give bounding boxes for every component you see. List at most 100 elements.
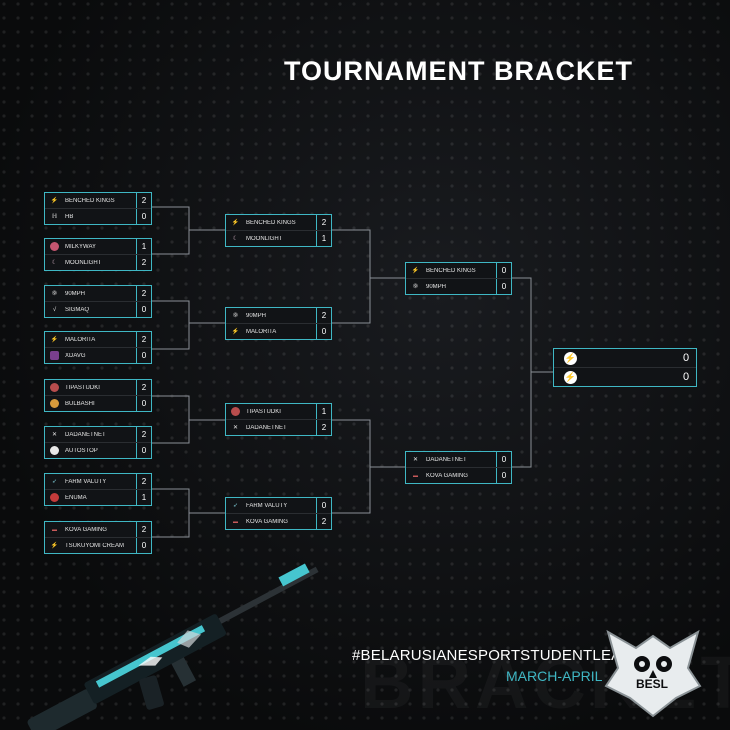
match-r1-4[interactable]: ⚡ MALORITA 2 XDAVG 0 xyxy=(44,331,152,364)
team-row[interactable]: ⚡0 xyxy=(554,349,696,367)
team-score: 0 xyxy=(136,396,151,411)
team-name: BENCHED KINGS xyxy=(246,219,296,226)
team-name: MALORITA xyxy=(65,336,96,343)
team-name: HB xyxy=(65,213,74,220)
team-name: KOVA GAMING xyxy=(65,526,107,533)
team-score: 0 xyxy=(496,263,511,278)
kova-logo-icon: ▬ xyxy=(52,526,57,533)
bolt-icon: ⚡ xyxy=(231,329,240,335)
farm-logo-icon: ➶ xyxy=(232,503,239,509)
team-score: 0 xyxy=(316,498,331,513)
team-name: MOONLIGHT xyxy=(65,259,102,266)
team-name: TIPASTUDKI xyxy=(246,408,281,415)
tipastudki-logo-icon xyxy=(50,383,59,392)
moonlight-logo-icon: ☾ xyxy=(232,236,239,242)
team-name: AUTOSTOP xyxy=(65,447,98,454)
kova-logo-icon: ▬ xyxy=(413,472,418,479)
team-score: 0 xyxy=(316,324,331,339)
team-name: 90MPH xyxy=(246,312,267,319)
team-row[interactable]: ✕ DADANETNET 2 xyxy=(226,419,331,435)
team-row[interactable]: TIPASTUDKI 1 xyxy=(226,404,331,419)
team-score: 0 xyxy=(682,371,690,383)
bolt-icon: ⚡ xyxy=(50,543,59,549)
team-score: 2 xyxy=(136,522,151,537)
match-r2-3[interactable]: TIPASTUDKI 1 ✕ DADANETNET 2 xyxy=(225,403,332,436)
bolt-icon: ⚡ xyxy=(564,351,577,365)
team-score: 0 xyxy=(136,348,151,363)
brand-logo-text: BESL xyxy=(636,677,669,691)
x-logo-icon: ✕ xyxy=(232,425,239,431)
team-score: 2 xyxy=(136,380,151,395)
team-name: 90MPH xyxy=(65,290,86,297)
bolt-icon: ⚡ xyxy=(564,370,577,384)
team-score: 2 xyxy=(316,215,331,230)
hashtag-text: #BELARUSIANESPORTSTUDENTLEAGUE xyxy=(352,647,655,664)
team-name: BENCHED KINGS xyxy=(65,197,115,204)
team-score: 0 xyxy=(136,538,151,553)
team-row[interactable]: ⚡0 xyxy=(554,367,696,386)
team-score: 2 xyxy=(136,332,151,347)
team-name: DADANETNET xyxy=(246,424,287,431)
team-row[interactable]: BULBASHI 0 xyxy=(45,395,151,411)
team-name: FARM VALUTY xyxy=(246,502,288,509)
team-name: XDAVG xyxy=(65,352,86,359)
team-score: 1 xyxy=(316,404,331,419)
team-name: SIGMAQ xyxy=(65,306,90,313)
team-name: BENCHED KINGS xyxy=(426,267,476,274)
team-name: DADANETNET xyxy=(65,431,106,438)
team-row[interactable]: √ SIGMAQ 0 xyxy=(45,301,151,317)
bolt-icon: ⚡ xyxy=(50,337,59,343)
team-row[interactable]: ⚡ MALORITA 2 xyxy=(45,332,151,347)
team-score: 0 xyxy=(496,279,511,294)
team-score: 0 xyxy=(136,302,151,317)
match-final[interactable]: ⚡0 ⚡0 xyxy=(553,348,697,387)
autostop-logo-icon xyxy=(50,446,59,455)
team-score: 2 xyxy=(316,308,331,323)
team-row[interactable]: XDAVG 0 xyxy=(45,347,151,363)
team-row[interactable]: ➶ FARM VALUTY 0 xyxy=(226,498,331,513)
team-score: 2 xyxy=(316,420,331,435)
team-row[interactable]: ▬ KOVA GAMING 2 xyxy=(45,522,151,537)
team-score: 0 xyxy=(136,209,151,224)
team-score: 2 xyxy=(316,514,331,529)
x-logo-icon: ✕ xyxy=(412,457,419,463)
team-name: BULBASHI xyxy=(65,400,95,407)
moonlight-logo-icon: ☾ xyxy=(51,260,58,266)
team-score: 0 xyxy=(496,452,511,467)
page-title: TOURNAMENT BRACKET xyxy=(284,56,633,86)
sigmaq-logo-icon: √ xyxy=(52,306,57,313)
tipastudki-logo-icon xyxy=(231,407,240,416)
